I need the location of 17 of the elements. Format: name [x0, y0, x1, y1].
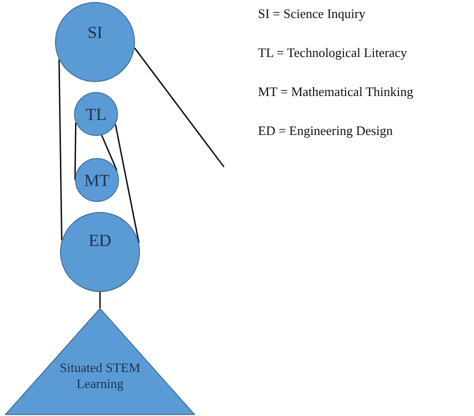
connector-line	[101, 134, 118, 171]
connector-line	[58, 60, 62, 240]
legend-text: MT = Mathematical Thinking	[258, 84, 414, 100]
node-label: TL	[84, 105, 108, 125]
connector-line	[134, 48, 225, 168]
legend-text: SI = Science Inquiry	[258, 6, 366, 22]
connector-line	[74, 122, 76, 180]
node-label: MT	[83, 171, 111, 191]
node-label: Situated STEM Learning	[58, 360, 142, 392]
connector-line	[114, 124, 140, 244]
circle-node	[75, 158, 119, 202]
node-label: ED	[88, 231, 112, 251]
node-label: SI	[86, 23, 104, 43]
circle-node	[74, 92, 118, 136]
connector-line	[99, 292, 101, 308]
legend-text: ED = Engineering Design	[258, 123, 393, 139]
legend-text: TL = Technological Literacy	[258, 45, 407, 61]
